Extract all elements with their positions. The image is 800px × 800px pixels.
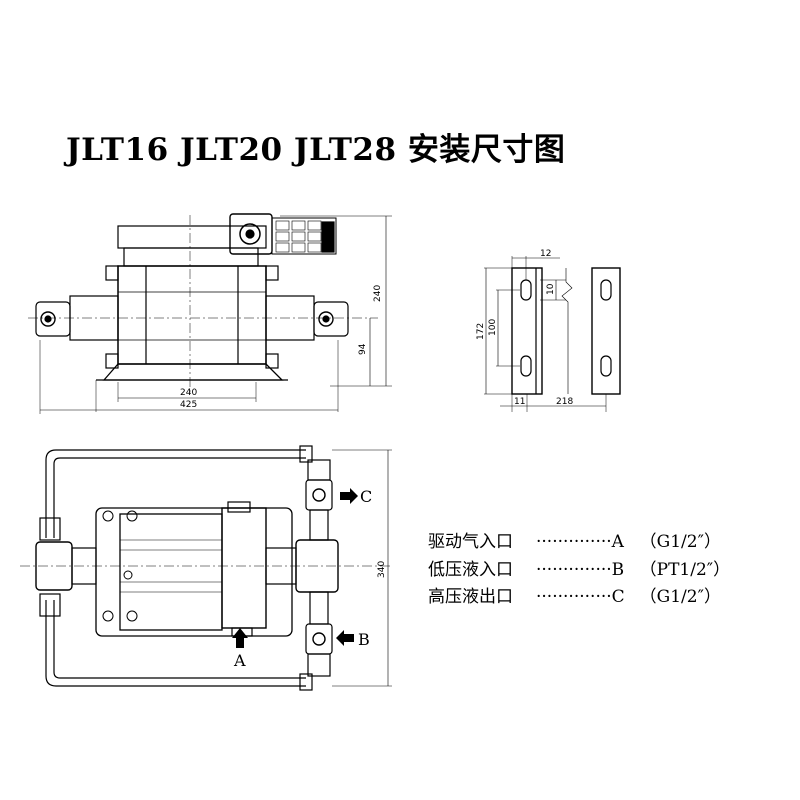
- left-valve-icon: [40, 311, 56, 327]
- arrow-a-icon: [232, 628, 248, 648]
- bracket-view: [484, 256, 621, 412]
- slot-lower-left: [520, 355, 532, 377]
- dim-slot-length: 10: [546, 283, 556, 295]
- model-name-1: JLT16: [66, 132, 169, 168]
- arrow-c-icon: [340, 488, 358, 504]
- legend-spec: （G1/2″）: [639, 532, 721, 552]
- dim-axis-height: 94: [358, 343, 368, 355]
- model-name-3: JLT28: [293, 132, 397, 168]
- legend-dots: ··············: [536, 560, 612, 580]
- port-label-c: C: [360, 487, 372, 506]
- dim-total-height: 240: [373, 285, 383, 302]
- legend-row-c: 高压液出口 ··············C （G1/2″）: [428, 582, 721, 607]
- dim-total-length: 425: [180, 400, 197, 410]
- legend-spec: （G1/2″）: [639, 587, 721, 607]
- arrow-b-icon: [336, 630, 354, 646]
- front-view: [28, 213, 392, 414]
- port-label-a: A: [233, 651, 246, 670]
- dim-bracket-spacing: 218: [556, 397, 573, 407]
- dim-base-length: 240: [180, 388, 197, 398]
- dim-hole-spacing: 100: [488, 319, 498, 336]
- legend-dots: ··············: [536, 532, 612, 552]
- title-suffix: 安装尺寸图: [407, 132, 566, 168]
- slot-upper-right: [600, 279, 612, 301]
- legend-name: 高压液出口: [428, 587, 513, 607]
- port-label-b: B: [358, 630, 370, 649]
- legend-port: A: [611, 532, 624, 552]
- inlet-b-icon: [312, 632, 326, 646]
- legend-row-a: 驱动气入口 ··············A （G1/2″）: [428, 527, 721, 552]
- legend-row-b: 低压液入口 ··············B （PT1/2″）: [428, 555, 730, 580]
- page-title: JLT16 JLT20 JLT28 安装尺寸图: [66, 124, 565, 169]
- legend-name: 驱动气入口: [428, 532, 513, 552]
- top-view: [20, 445, 392, 691]
- legend-port: C: [611, 587, 625, 607]
- slot-lower-right: [600, 355, 612, 377]
- dim-outer-height: 172: [476, 323, 486, 340]
- right-valve-icon: [318, 311, 334, 327]
- legend-spec: （PT1/2″）: [639, 560, 731, 580]
- slot-upper-left: [520, 279, 532, 301]
- air-port-icon: [239, 223, 261, 245]
- legend-port: B: [611, 560, 625, 580]
- dim-plate-thickness: 11: [514, 397, 525, 407]
- dim-top-height: 340: [377, 561, 387, 578]
- outlet-c-icon: [312, 488, 326, 502]
- dim-top-offset: 12: [540, 249, 551, 259]
- legend-dots: ··············: [536, 587, 612, 607]
- model-name-2: JLT20: [179, 132, 283, 168]
- legend-name: 低压液入口: [428, 560, 513, 580]
